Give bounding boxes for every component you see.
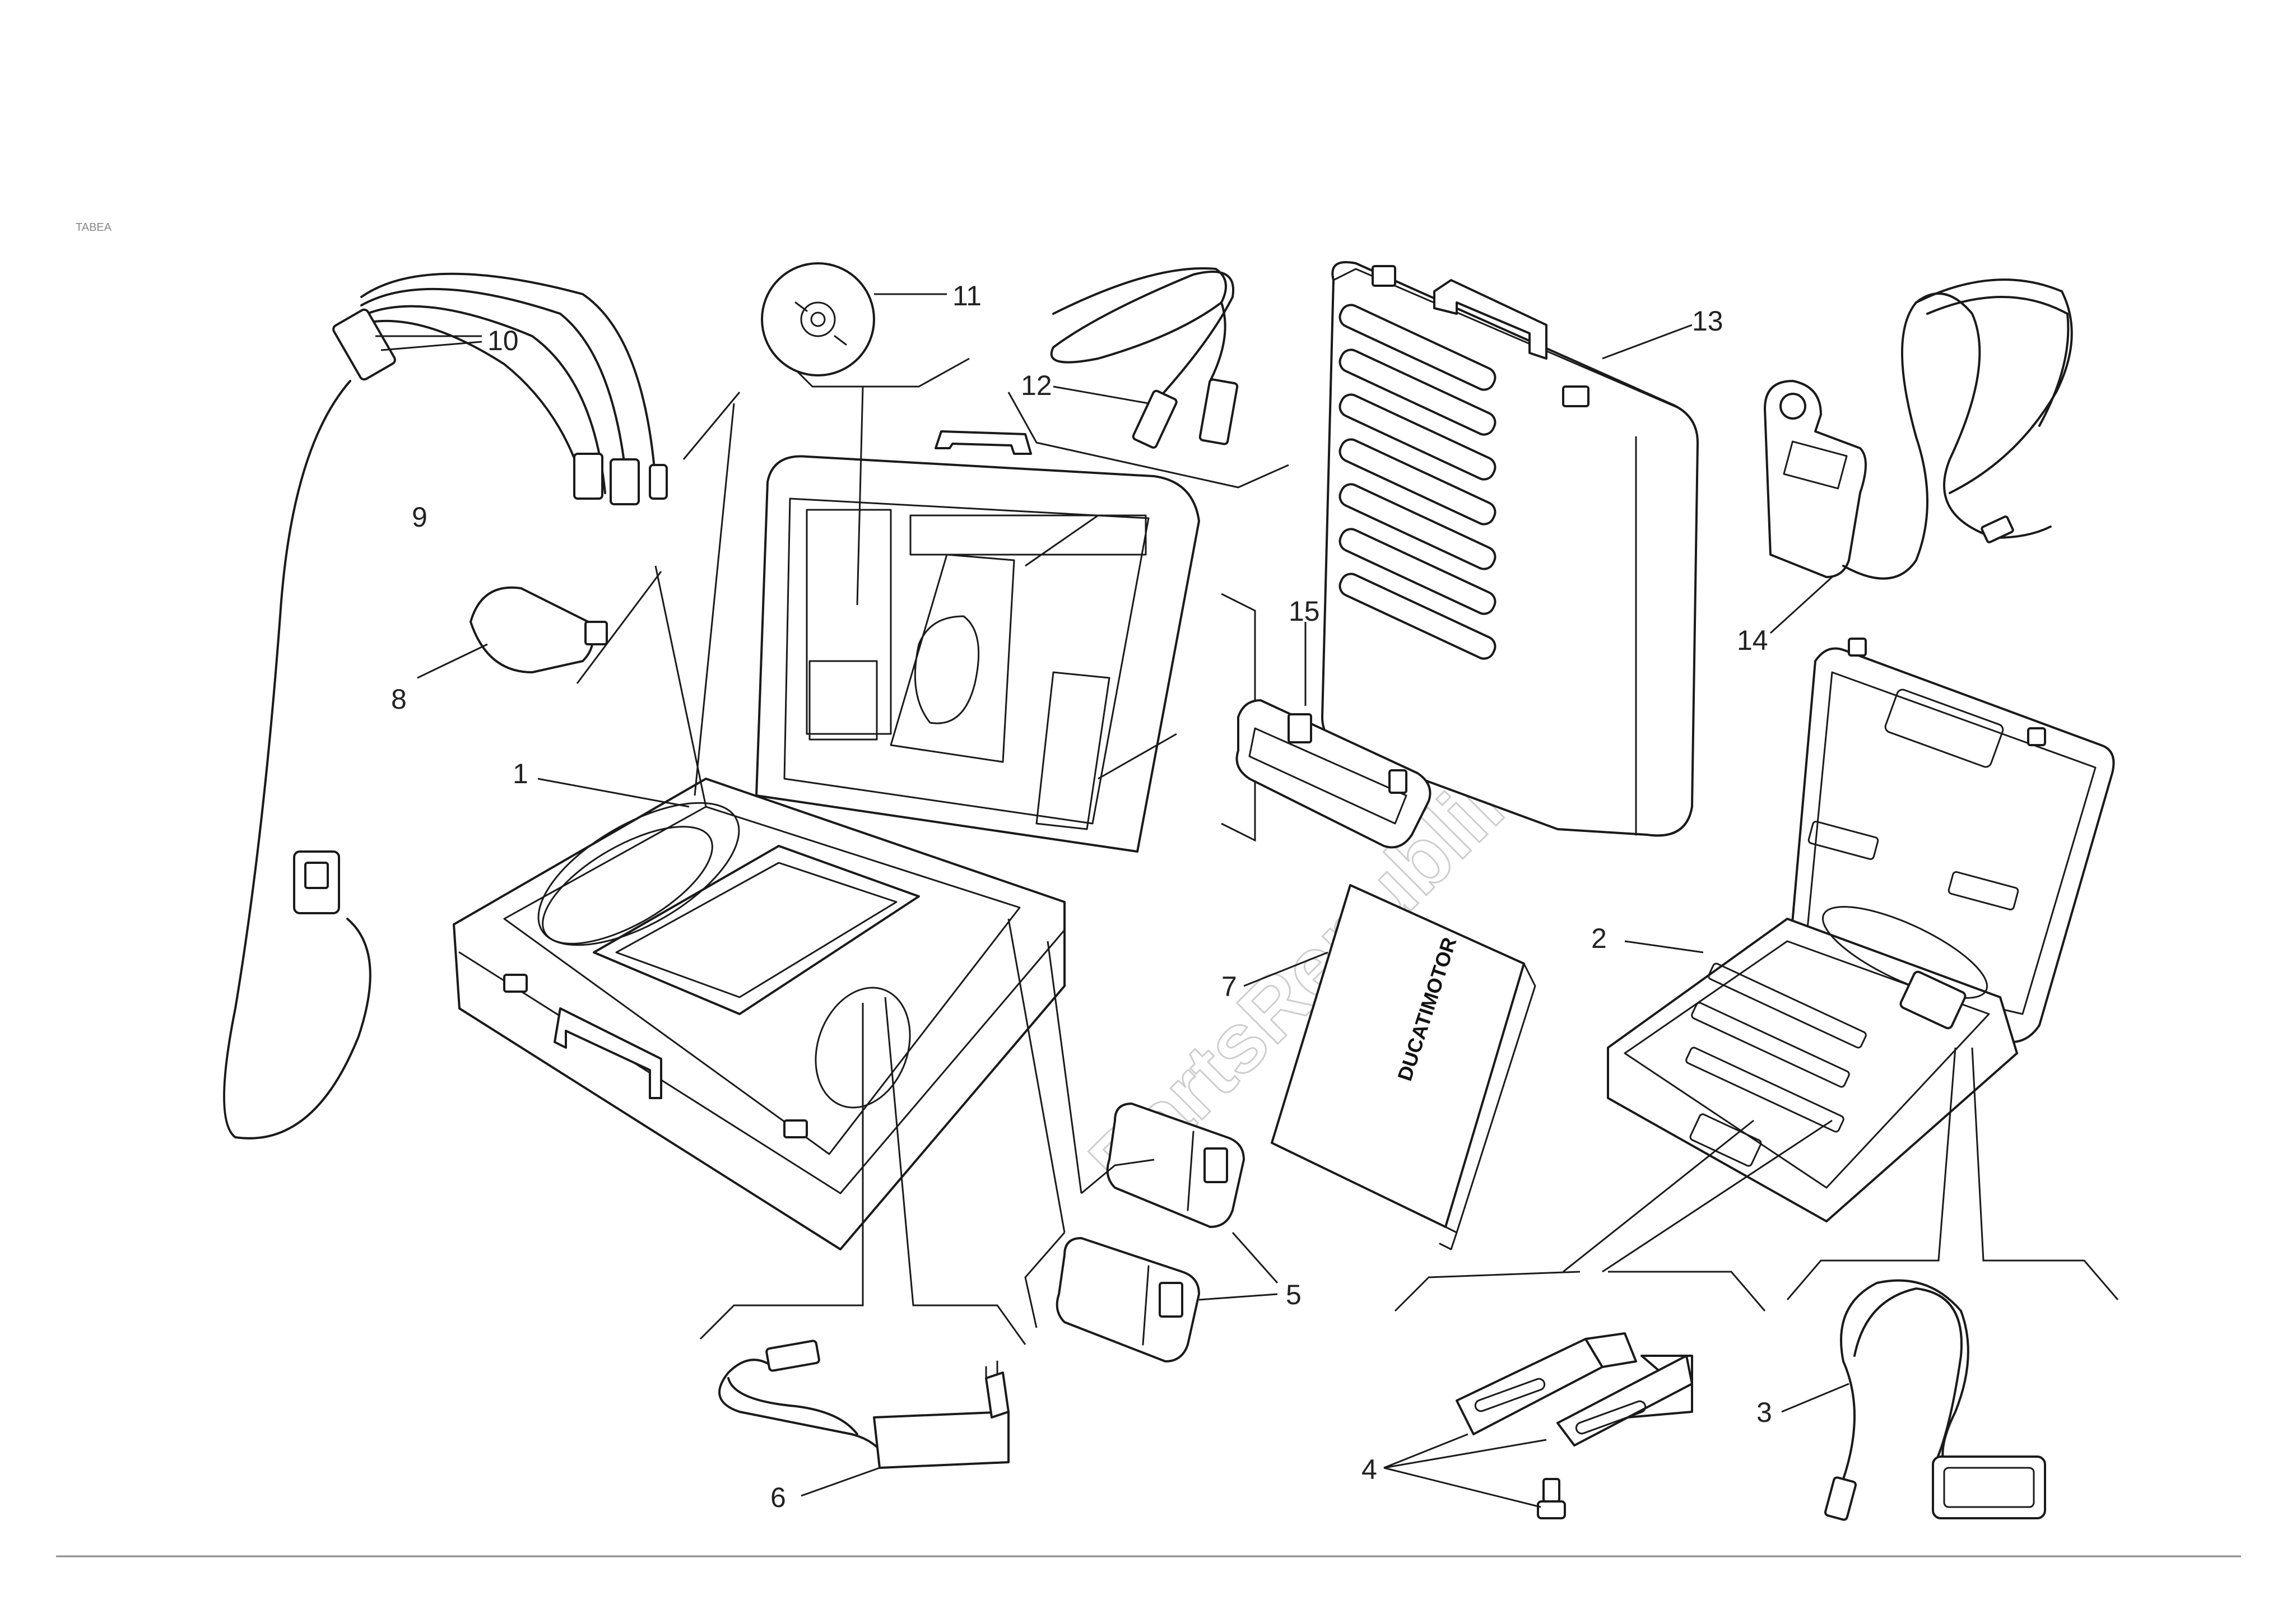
callout-10: 10 <box>487 325 519 356</box>
callout-7: 7 <box>1221 971 1237 1002</box>
callout-6: 6 <box>770 1482 786 1513</box>
power-supply <box>718 1340 1010 1469</box>
callout-1: 1 <box>513 758 528 789</box>
callout-8: 8 <box>391 683 407 715</box>
tray <box>1235 699 1431 849</box>
callout-11: 11 <box>952 280 982 311</box>
callout-13: 13 <box>1692 305 1723 337</box>
corner-label: TABEA <box>76 221 112 234</box>
callout-3: 3 <box>1756 1397 1772 1428</box>
secondary-case <box>1607 638 2115 1222</box>
clamp-meter <box>1764 278 2073 580</box>
closed-case <box>1321 261 1699 837</box>
callout-9: 9 <box>412 501 427 533</box>
manual: DUCATIMOTOR <box>1271 884 1536 1250</box>
usb-cable <box>1050 267 1239 449</box>
callout-12: 12 <box>1021 370 1052 401</box>
callout-14: 14 <box>1737 625 1768 656</box>
battery-packs <box>1056 1103 1245 1362</box>
cable-with-interface <box>1824 1279 2046 1521</box>
diagnostic-kit-case <box>453 430 1200 1250</box>
cd-rom <box>761 262 875 376</box>
diagnostic-cable <box>223 272 668 1140</box>
usb-adapter <box>470 586 608 673</box>
brackets-and-screw <box>1456 1332 1693 1519</box>
callout-15: 15 <box>1289 596 1320 627</box>
callout-4: 4 <box>1361 1454 1377 1485</box>
callout-2: 2 <box>1591 923 1607 954</box>
callout-5: 5 <box>1286 1279 1302 1310</box>
